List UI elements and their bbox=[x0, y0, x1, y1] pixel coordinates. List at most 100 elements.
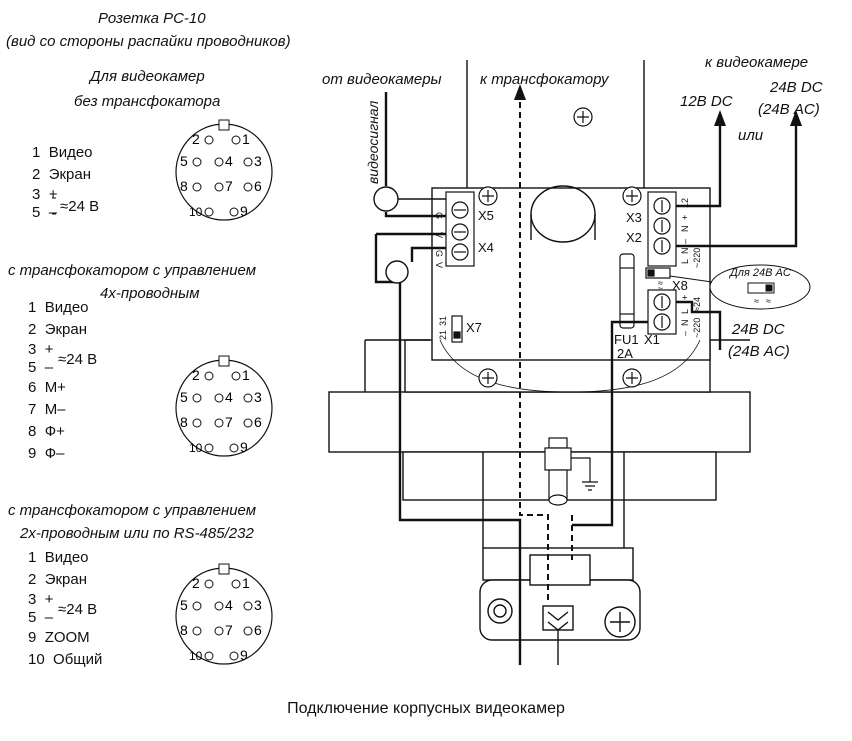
pin-row: 1 Видео bbox=[32, 144, 93, 161]
label-x3: X3 bbox=[626, 210, 642, 225]
svg-text:6: 6 bbox=[254, 622, 262, 638]
svg-text:9: 9 bbox=[240, 203, 248, 219]
group2-pin-list: 1 Видео 2 Экран 3 + 5 – 6 М+ 7 М– 8 Ф+ 9… bbox=[28, 297, 89, 465]
pin-row: 8 Ф+ bbox=[28, 423, 65, 440]
x1-label: – bbox=[680, 331, 690, 336]
label-x4: X4 bbox=[478, 240, 494, 255]
pin-row: 3 + bbox=[28, 341, 54, 358]
svg-text:3: 3 bbox=[254, 153, 262, 169]
x1-label: + bbox=[680, 295, 690, 300]
output-arrow-24v bbox=[790, 110, 802, 126]
socket-diagram: 2 1 5 4 3 8 7 6 10 9 bbox=[175, 119, 273, 221]
svg-text:9: 9 bbox=[240, 439, 248, 455]
svg-text:4: 4 bbox=[225, 153, 233, 169]
svg-text:10: 10 bbox=[189, 441, 203, 455]
socket-pin-labels: 2 1 5 4 3 8 7 6 10 9 bbox=[180, 367, 262, 455]
pin-row: 2 Экран bbox=[28, 321, 87, 338]
pin-row: 1 Видео bbox=[28, 299, 89, 316]
label-x7: X7 bbox=[466, 320, 482, 335]
pin-row: 5 – bbox=[28, 359, 54, 376]
group3-power-label: ≈24 В bbox=[58, 601, 98, 618]
svg-text:4: 4 bbox=[225, 389, 233, 405]
cable-shield-icon bbox=[373, 186, 446, 284]
svg-text:2: 2 bbox=[192, 131, 200, 147]
label-x1: X1 bbox=[644, 332, 660, 347]
svg-text:2: 2 bbox=[192, 367, 200, 383]
pin-row: 1 Видео bbox=[28, 549, 89, 566]
pin-row: 5 – bbox=[32, 204, 58, 221]
terminal-label-v: V bbox=[434, 232, 444, 238]
x1-side-label: ≈24 bbox=[692, 297, 702, 312]
zoom-arrow bbox=[514, 84, 526, 100]
jumper-callout bbox=[669, 264, 811, 310]
to-camera-label: к видеокамере bbox=[705, 54, 808, 71]
input-24v-dc-label: 24В DC bbox=[731, 321, 785, 338]
svg-text:8: 8 bbox=[180, 414, 188, 430]
svg-text:7: 7 bbox=[225, 414, 233, 430]
svg-text:6: 6 bbox=[254, 414, 262, 430]
socket-diagram: 2 1 5 4 3 8 7 6 10 9 bbox=[175, 355, 273, 457]
x7-label: 31 bbox=[438, 316, 448, 326]
socket-pin-labels: 2 1 5 4 3 8 7 6 10 9 bbox=[180, 131, 262, 219]
label-x2: X2 bbox=[626, 230, 642, 245]
svg-text:10: 10 bbox=[189, 649, 203, 663]
output-or-label: или bbox=[738, 127, 764, 144]
label-fu1-rating: 2А bbox=[617, 346, 633, 361]
x8-callout-label: ≈ bbox=[754, 296, 759, 306]
power-bracket bbox=[52, 197, 56, 215]
svg-text:2: 2 bbox=[192, 575, 200, 591]
fuse-icon bbox=[619, 253, 635, 329]
terminal-block-x1 bbox=[647, 289, 677, 335]
terminal-block-x5x4 bbox=[445, 191, 475, 267]
group1-power-label: ≈24 В bbox=[60, 198, 100, 215]
x8-callout-label: ≈ bbox=[766, 296, 771, 306]
x8-label: ≈ bbox=[658, 284, 663, 294]
label-fu1: FU1 bbox=[614, 332, 639, 347]
input-24v-ac-label: (24В AC) bbox=[728, 343, 790, 360]
svg-text:7: 7 bbox=[225, 622, 233, 638]
x3-label: 12 bbox=[680, 198, 690, 208]
svg-text:3: 3 bbox=[254, 597, 262, 613]
x3-label: N bbox=[680, 226, 690, 233]
pin-row: 3 + bbox=[28, 591, 54, 608]
output-wires bbox=[572, 122, 798, 527]
x1-label: N bbox=[680, 320, 690, 327]
group3-heading1: с трансфокатором с управлением bbox=[8, 502, 256, 519]
screw-icon bbox=[478, 107, 642, 388]
x2-label: L bbox=[680, 259, 690, 264]
svg-text:7: 7 bbox=[225, 178, 233, 194]
group1-heading2: без трансфокатора bbox=[74, 93, 221, 110]
pin-row: 3 + bbox=[32, 186, 58, 203]
pin-row: 5 – bbox=[28, 609, 54, 626]
svg-text:8: 8 bbox=[180, 622, 188, 638]
x8-label: ≈ bbox=[658, 278, 663, 288]
jumper-x8 bbox=[645, 267, 671, 279]
connector-icon bbox=[544, 437, 598, 506]
x2-label: – bbox=[680, 239, 690, 244]
output-24v-ac-label: (24В AC) bbox=[758, 101, 820, 118]
socket-subtitle: (вид со стороны распайки проводников) bbox=[6, 33, 291, 50]
pin-row: 9 ZOOM bbox=[28, 629, 90, 646]
cable-gland-icon bbox=[542, 605, 574, 665]
to-zoom-label: к трансфокатору bbox=[480, 71, 610, 88]
svg-text:6: 6 bbox=[254, 178, 262, 194]
pin-row: 9 Ф– bbox=[28, 445, 65, 462]
x3-label: + bbox=[680, 215, 690, 220]
x1-label: L bbox=[680, 309, 690, 314]
svg-text:5: 5 bbox=[180, 389, 188, 405]
output-24v-dc-label: 24В DC bbox=[769, 79, 823, 96]
pin-row: 6 М+ bbox=[28, 379, 66, 396]
pin-row: 7 М– bbox=[28, 401, 66, 418]
svg-text:3: 3 bbox=[254, 389, 262, 405]
pin-row: 10 Общий bbox=[28, 651, 103, 668]
label-x5: X5 bbox=[478, 208, 494, 223]
jumper-x7 bbox=[451, 315, 463, 343]
jumper-note: Для 24В AC bbox=[728, 267, 791, 279]
svg-text:1: 1 bbox=[242, 575, 250, 591]
group1-heading1: Для видеокамер bbox=[90, 68, 205, 85]
svg-text:9: 9 bbox=[240, 647, 248, 663]
label-x8: X8 bbox=[672, 278, 688, 293]
zoom-cable bbox=[519, 92, 573, 600]
svg-text:1: 1 bbox=[242, 131, 250, 147]
pin-row: 2 Экран bbox=[28, 571, 87, 588]
